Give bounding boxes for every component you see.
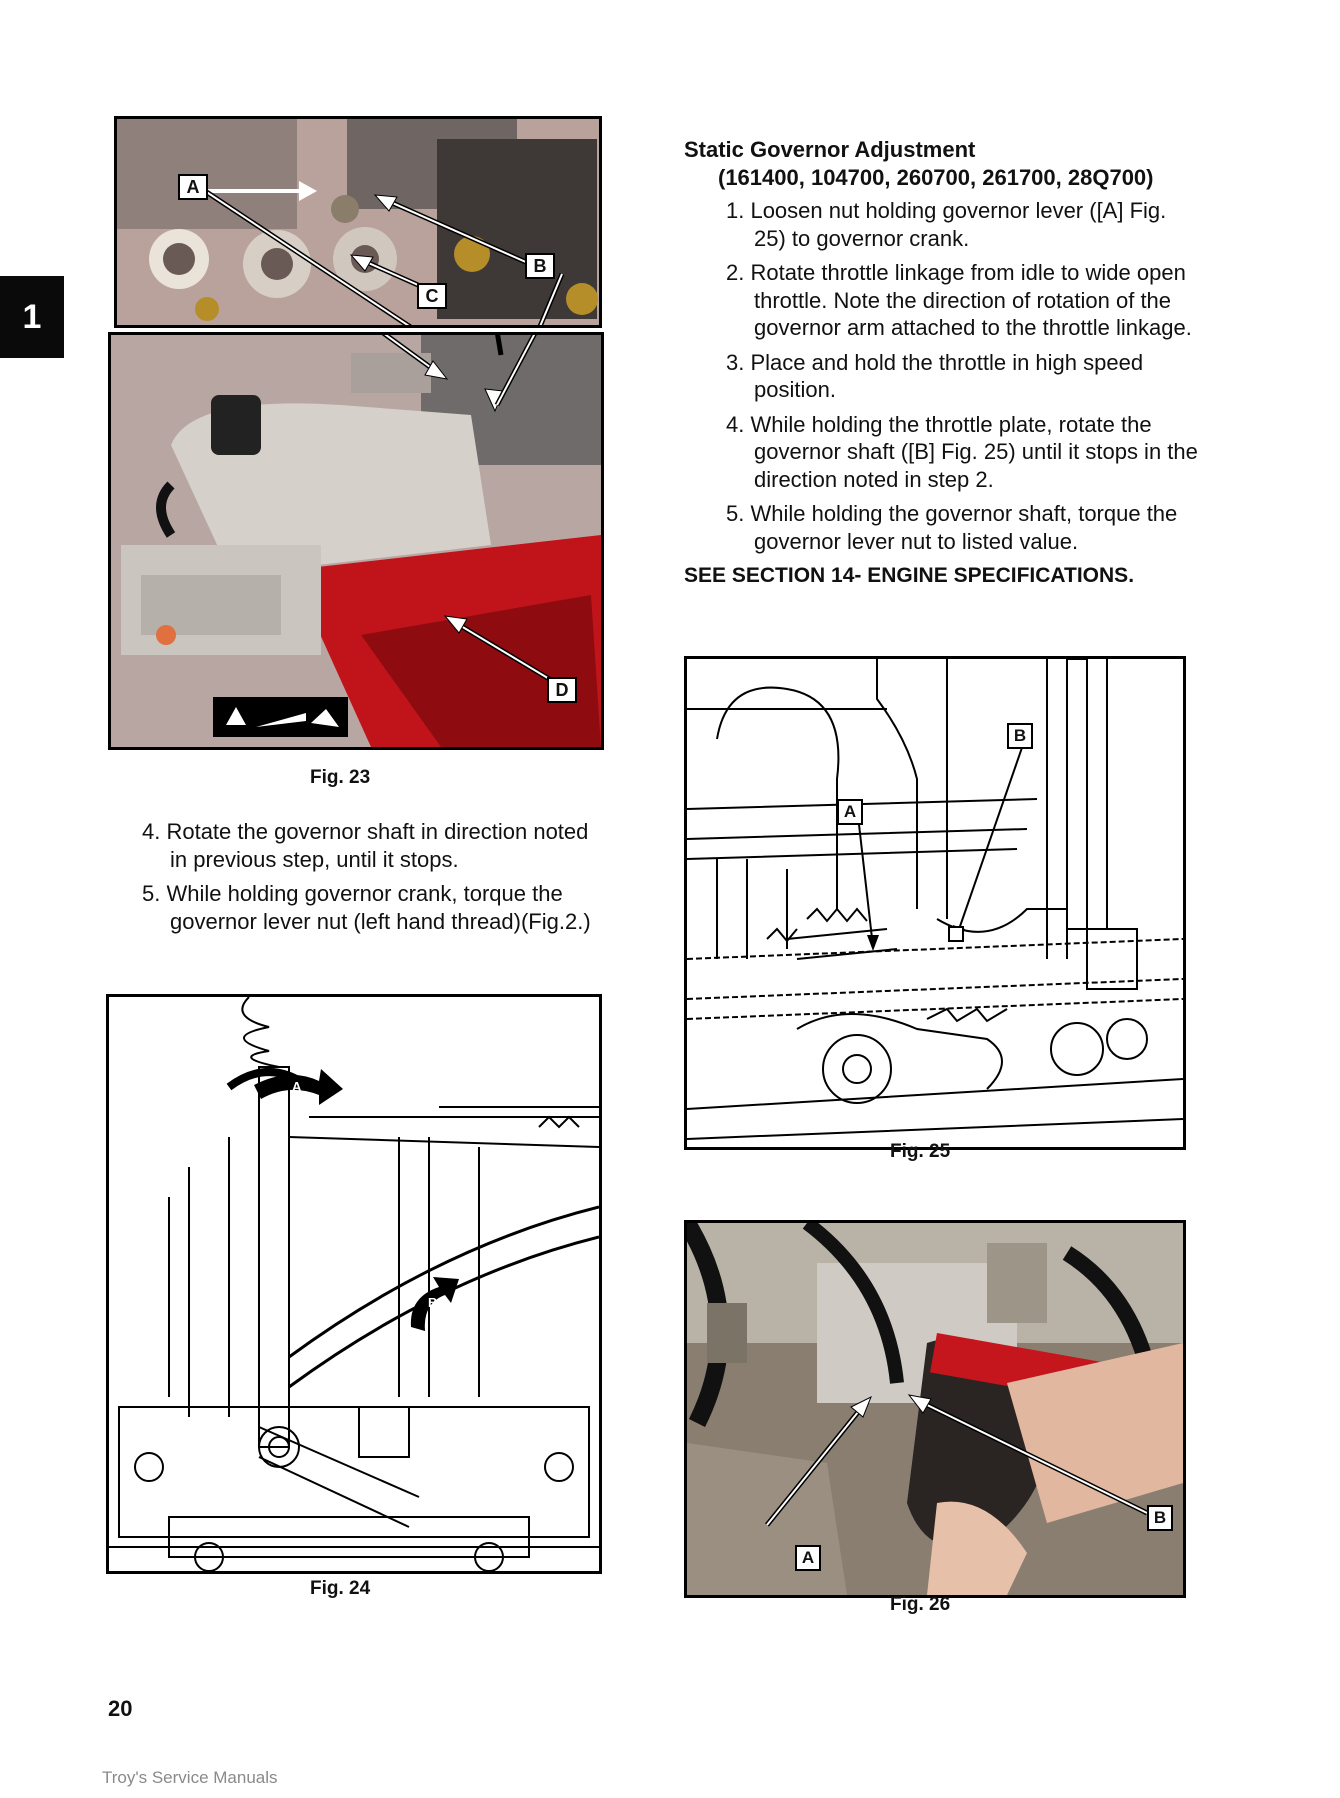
figure-24-line-art: A B <box>106 994 602 1574</box>
fig24-callout-b-label: B <box>428 1295 438 1310</box>
right-step-2: 2. Rotate throttle linkage from idle to … <box>726 260 1192 340</box>
figure-26-photo: A B <box>684 1220 1186 1598</box>
callout-b-label: B <box>525 253 555 279</box>
figure-26-caption: Fig. 26 <box>890 1594 951 1615</box>
see-section-reference: SEE SECTION 14- ENGINE SPECIFICATIONS. <box>684 564 1135 587</box>
figure-23-photo-engine: D <box>108 332 604 750</box>
model-numbers: (161400, 104700, 260700, 261700, 28Q700) <box>718 164 1154 190</box>
figure-23-caption: Fig. 23 <box>310 767 371 788</box>
figure-25-caption: Fig. 25 <box>890 1141 951 1162</box>
footer-brand: Troy's Service Manuals <box>102 1768 278 1787</box>
callout-c-label: C <box>417 283 447 309</box>
figure-24-caption: Fig. 24 <box>310 1578 371 1599</box>
fig24-callout-a-label: A <box>292 1079 302 1094</box>
right-step-1: 1. Loosen nut holding governor lever ([A… <box>726 198 1167 251</box>
figure-25-line-art: A B <box>684 656 1186 1150</box>
section-tab: 1 <box>0 276 64 358</box>
right-step-3: 3. Place and hold the throttle in high s… <box>726 349 1144 403</box>
section-heading: Static Governor Adjustment <box>684 137 976 162</box>
right-section: Static Governor Adjustment (161400, 1047… <box>684 136 1204 590</box>
left-step-4: 4. Rotate the governor shaft in directio… <box>142 819 589 872</box>
fig26-callout-a-label: A <box>795 1545 821 1571</box>
callout-d-label: D <box>547 677 577 703</box>
fig25-callout-a-label: A <box>837 799 863 825</box>
right-step-4: 4. While holding the throttle plate, rot… <box>726 411 1198 492</box>
left-step-5: 5. While holding governor crank, torque … <box>142 881 591 934</box>
page-number: 20 <box>108 1696 133 1721</box>
right-step-5: 5. While holding the governor shaft, tor… <box>726 501 1178 554</box>
callout-a-label: A <box>178 174 208 200</box>
left-steps: 4. Rotate the governor shaft in directio… <box>140 810 610 942</box>
fig26-callout-b-label: B <box>1147 1505 1173 1531</box>
figure-23-photo-top: A B C <box>114 116 602 328</box>
fig25-callout-b-label: B <box>1007 723 1033 749</box>
